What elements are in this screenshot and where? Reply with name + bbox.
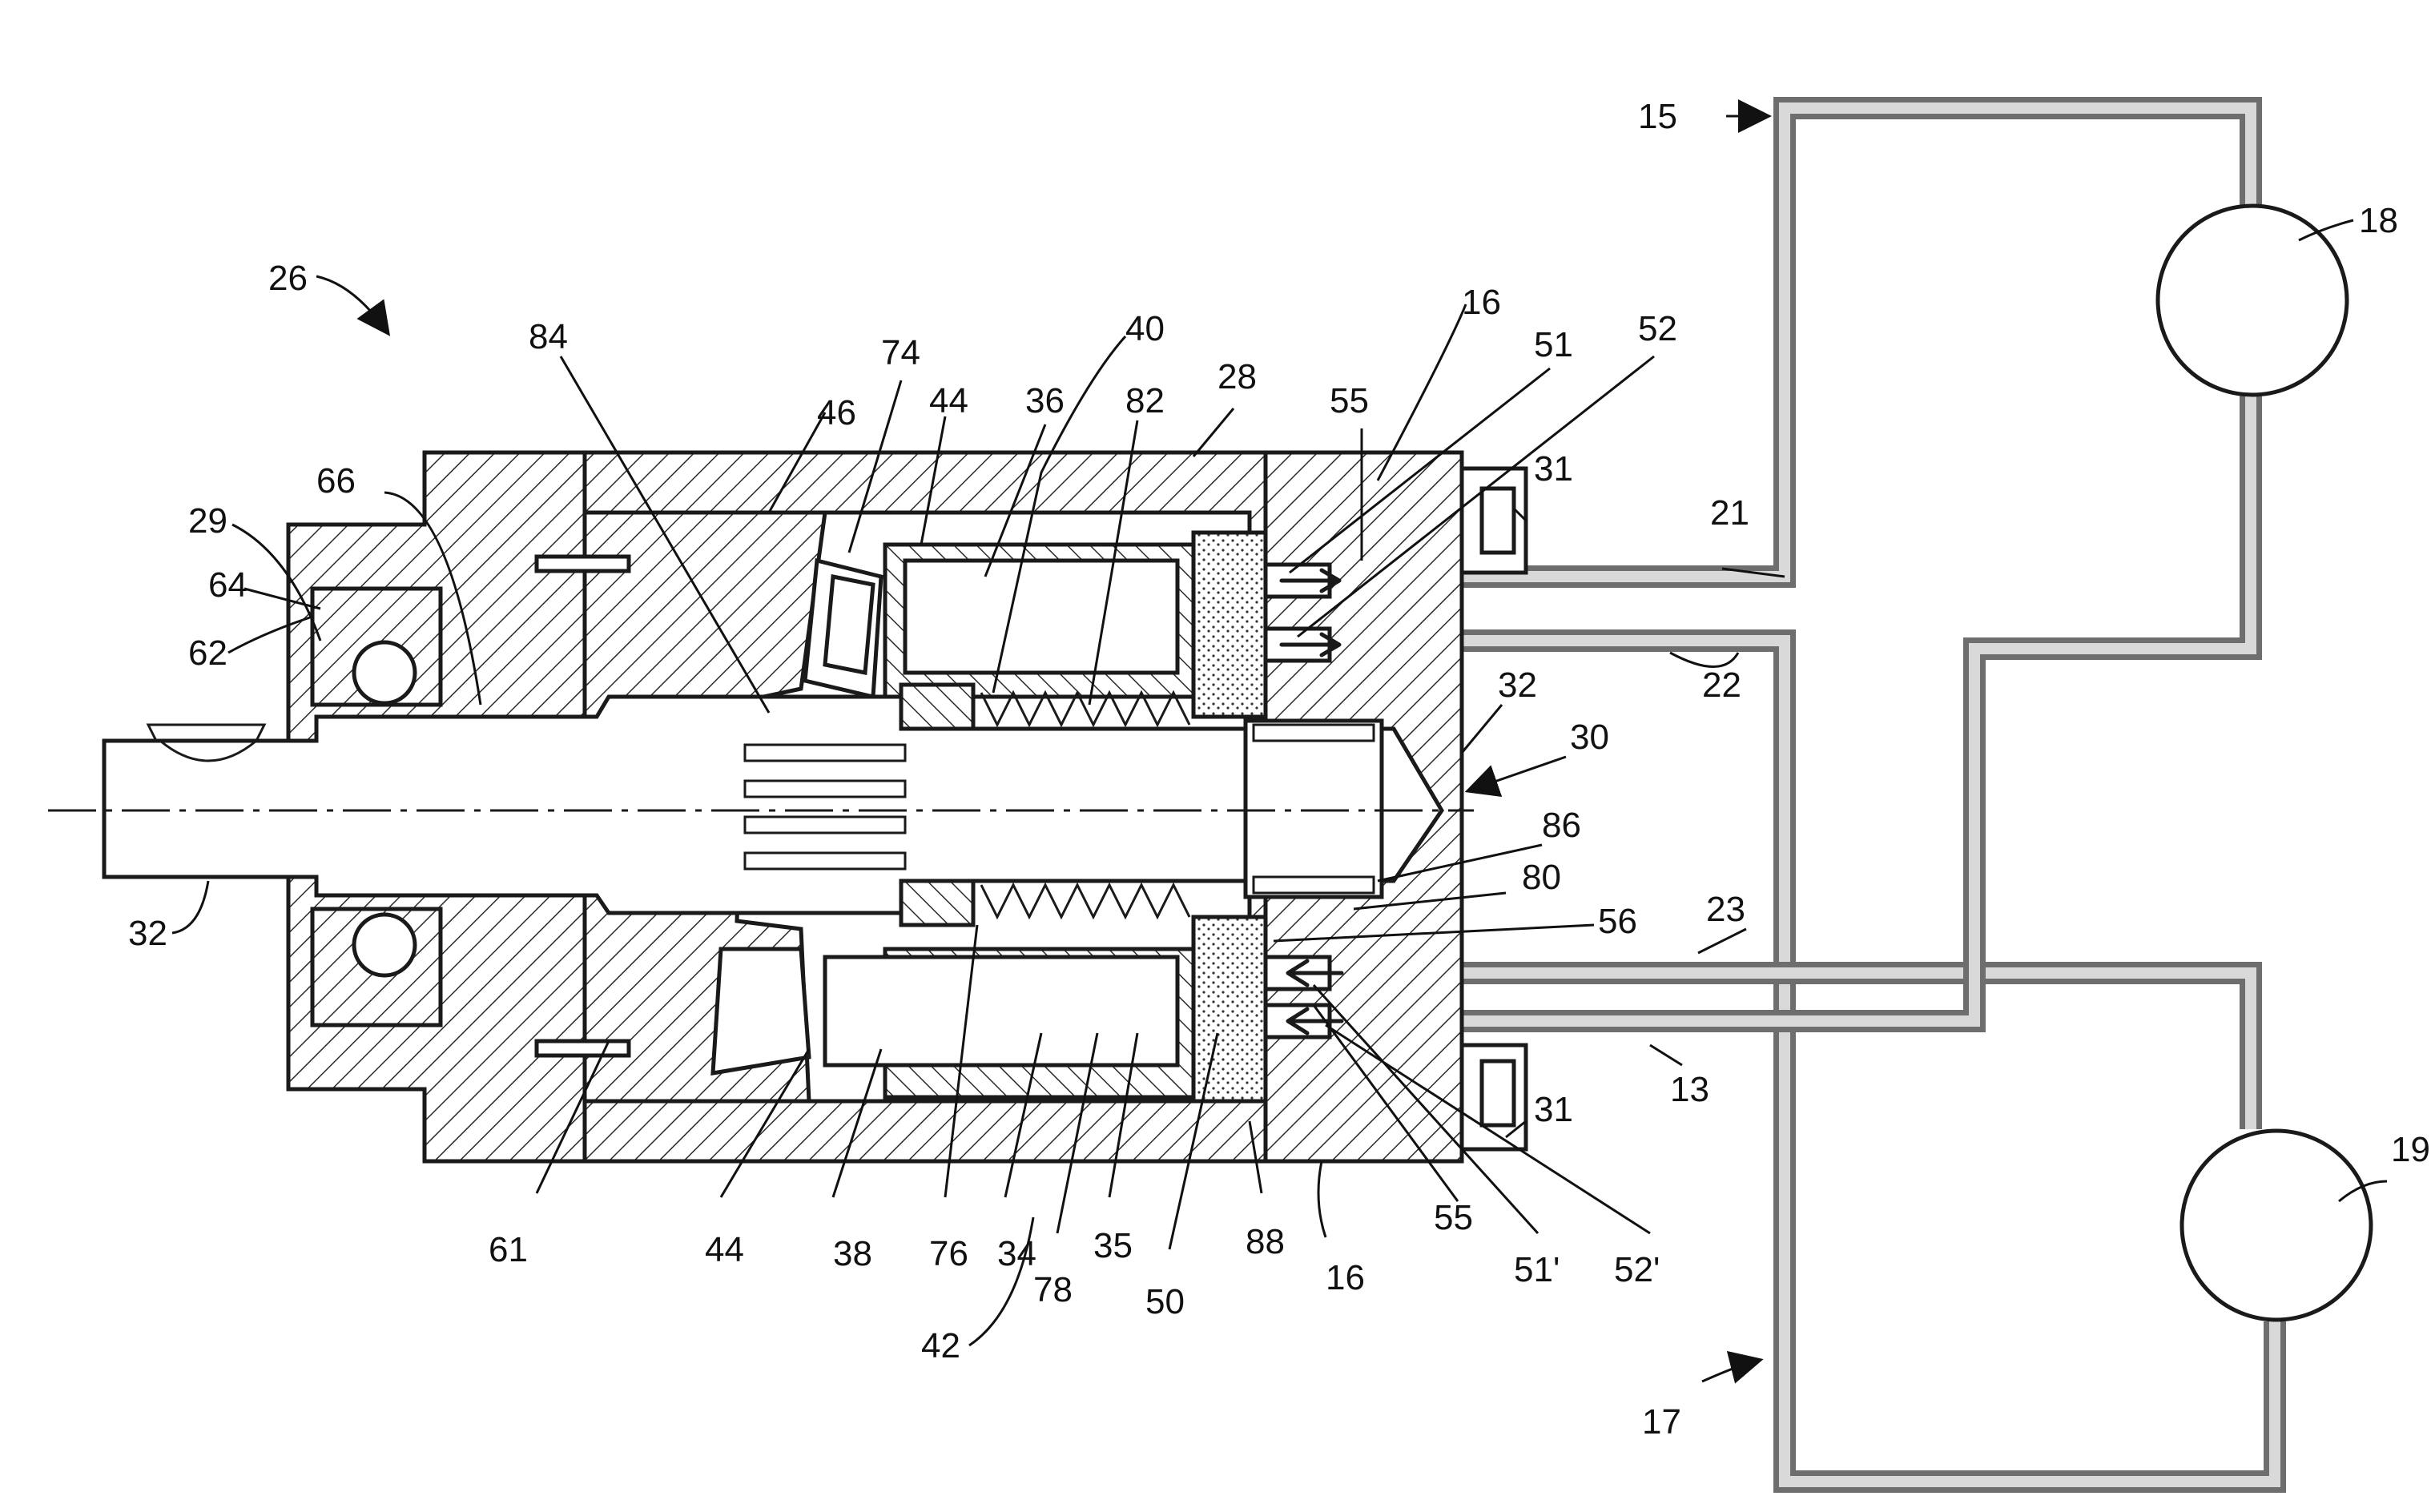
ball-bearing-upper [354,642,415,703]
label-15: 15 [1638,97,1677,136]
label-21: 21 [1710,493,1749,533]
label-30: 30 [1570,718,1609,757]
valve-plate-50 [1193,533,1266,717]
label-44-bottom: 44 [705,1230,744,1269]
shaft-key [148,725,264,741]
label-46: 46 [817,393,856,432]
label-62: 62 [188,633,227,673]
piston-shoe-lower [713,949,809,1073]
label-66: 66 [316,461,356,501]
pin-61-lower [537,1041,629,1056]
label-17: 17 [1642,1402,1681,1442]
label-36: 36 [1025,381,1065,420]
label-26: 26 [268,259,308,298]
label-78: 78 [1033,1270,1073,1309]
label-52: 52 [1638,309,1677,348]
label-29: 29 [188,501,227,541]
motor-assembly [48,452,1526,1161]
label-42: 42 [921,1326,960,1365]
label-31-bottom: 31 [1534,1090,1573,1129]
actuator-18 [2158,206,2347,395]
label-13: 13 [1670,1070,1709,1109]
actuator-19 [2182,1131,2371,1320]
label-80: 80 [1522,858,1561,897]
label-55-top: 55 [1330,381,1369,420]
label-51: 51 [1534,325,1573,364]
label-52-prime: 52' [1614,1250,1660,1289]
label-22: 22 [1702,666,1741,705]
label-18: 18 [2359,201,2398,240]
label-16-bottom: 16 [1326,1258,1365,1297]
label-56: 56 [1598,902,1637,941]
label-61: 61 [489,1230,528,1269]
label-74: 74 [881,333,920,372]
label-88: 88 [1246,1222,1285,1261]
label-34: 34 [997,1234,1036,1273]
label-86: 86 [1542,806,1581,845]
label-32-right: 32 [1498,666,1537,705]
ball-bearing-lower [354,915,415,975]
label-50: 50 [1145,1282,1185,1321]
label-31-top: 31 [1534,449,1573,489]
pin-61-upper [537,557,629,571]
label-82: 82 [1125,381,1165,420]
label-55-bottom: 55 [1434,1198,1473,1237]
label-16-top: 16 [1462,283,1501,322]
needle-bearing-86 [1246,721,1382,897]
label-44-top: 44 [929,381,968,420]
label-40: 40 [1125,309,1165,348]
label-84: 84 [529,317,568,356]
label-23: 23 [1706,890,1745,929]
label-28: 28 [1218,357,1257,396]
label-32-left: 32 [128,914,167,953]
label-38: 38 [833,1234,872,1273]
label-51-prime: 51' [1514,1250,1560,1289]
label-19: 19 [2391,1130,2430,1169]
label-64: 64 [208,565,248,605]
label-76: 76 [929,1234,968,1273]
label-35: 35 [1093,1226,1133,1265]
